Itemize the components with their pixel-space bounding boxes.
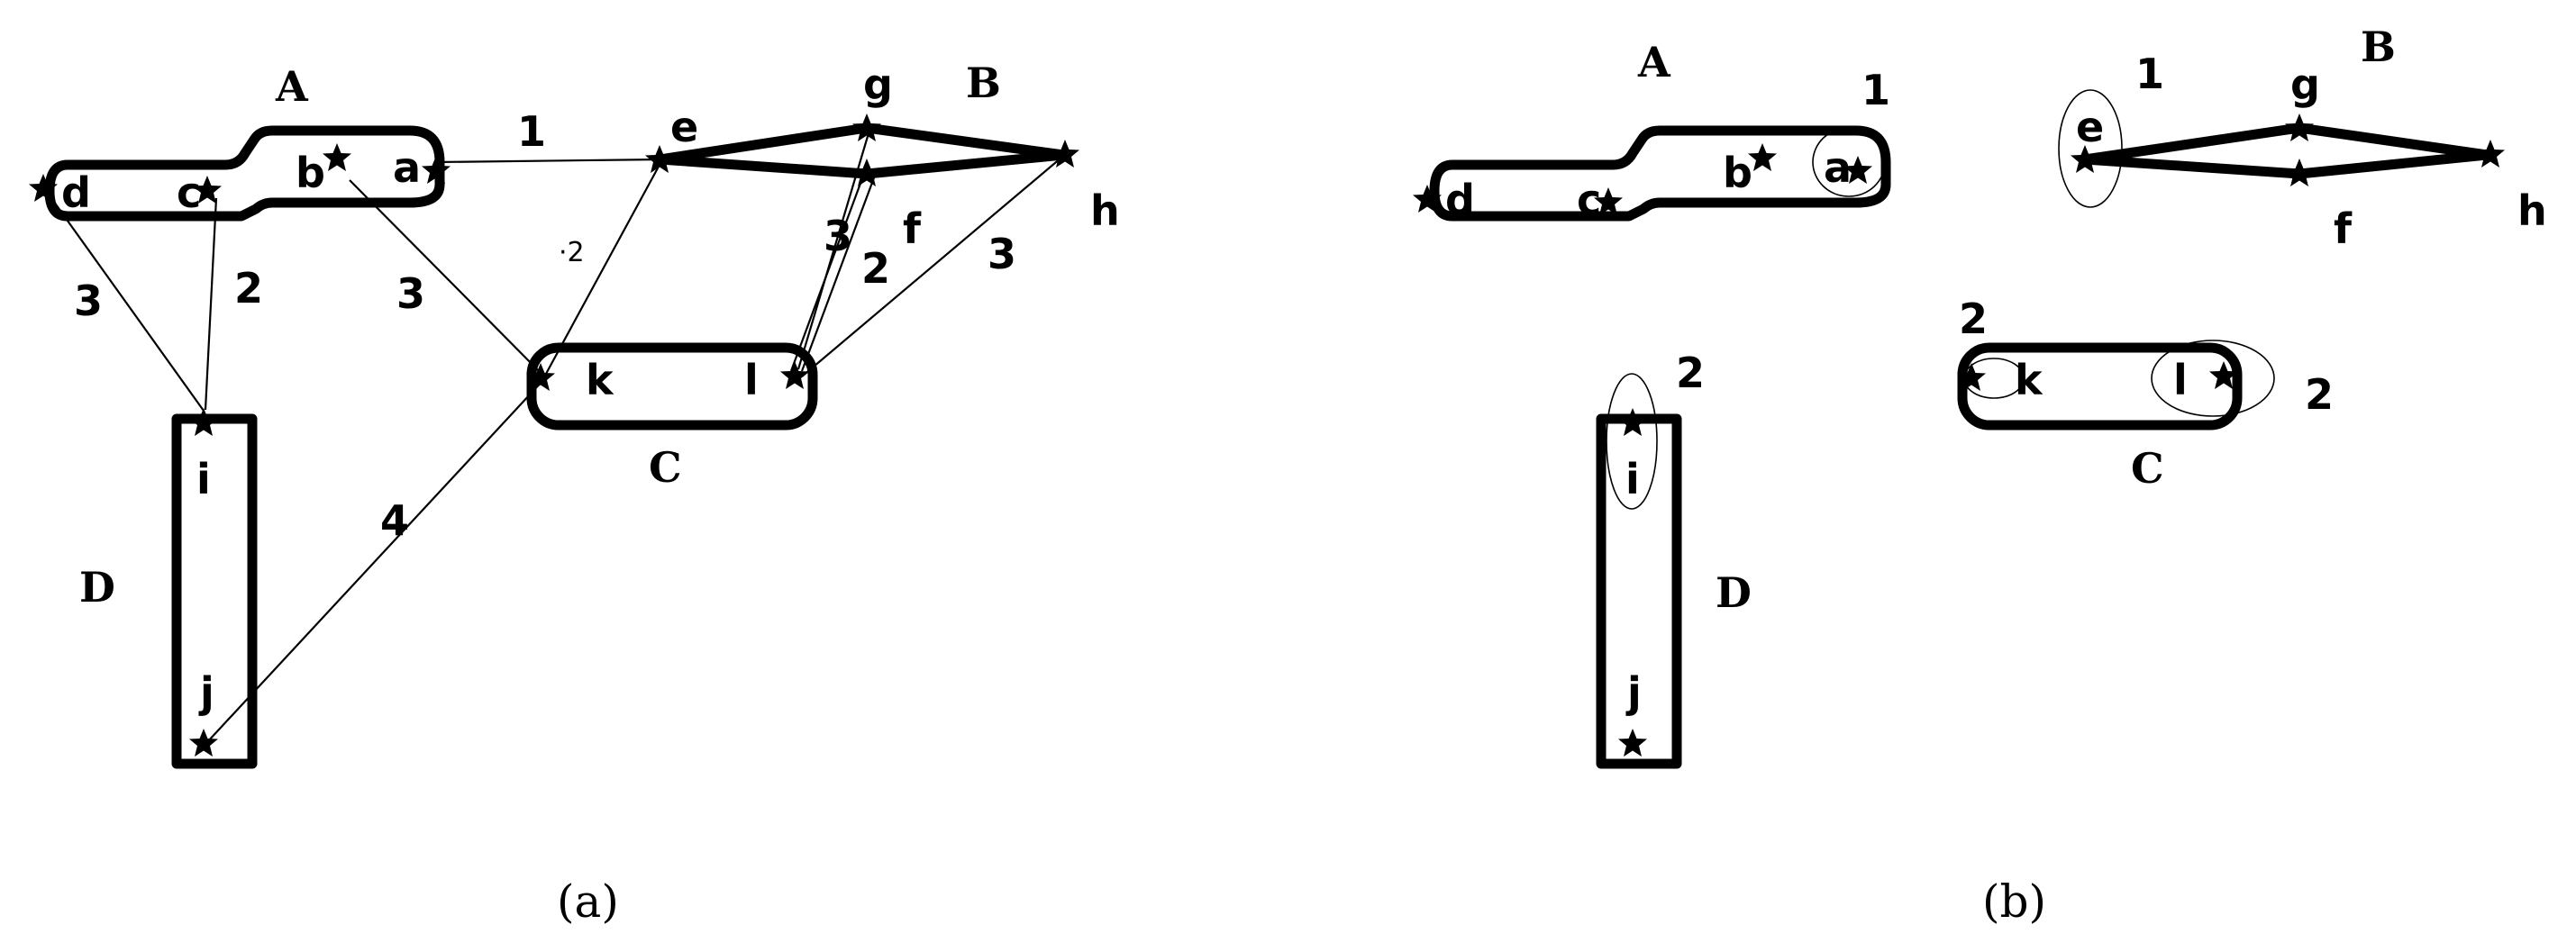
weight-e-b: 1 xyxy=(2135,50,2164,98)
node-h-label-b: h xyxy=(2517,186,2547,235)
node-b-star xyxy=(323,143,351,171)
panel-a: a b c d e g f h k l i j A B C D 1 2 3 3 … xyxy=(29,59,1120,928)
node-h-star-b xyxy=(2476,140,2505,168)
weight-i-b: 2 xyxy=(1676,349,1705,397)
edge-h-l xyxy=(801,157,1062,377)
edge-f-h xyxy=(861,150,1069,179)
node-f-label: f xyxy=(903,204,922,253)
caption-b: (b) xyxy=(1982,875,2046,928)
panel-b: a b c d e g f h k l i j A B C D 1 1 2 2 … xyxy=(1413,23,2547,928)
edge-e-g-b xyxy=(2080,122,2305,165)
highlight-l xyxy=(2151,340,2275,417)
edge-d-i xyxy=(46,191,205,412)
caption-a: (a) xyxy=(557,875,619,928)
node-l-label: l xyxy=(744,356,759,404)
cluster-d-outline xyxy=(171,413,258,769)
edge-b-k xyxy=(349,179,545,377)
edge-f-l-2 xyxy=(800,172,878,372)
node-i-label-b: i xyxy=(1625,455,1640,503)
cluster-b-label-b: B xyxy=(2361,23,2396,71)
edge-e-f xyxy=(654,154,872,179)
edge-g-h-b xyxy=(2294,122,2492,160)
cluster-a-label-b: A xyxy=(1637,38,1671,86)
edge-g-h xyxy=(861,122,1069,160)
node-d-label: d xyxy=(61,168,91,217)
node-b-label: b xyxy=(296,149,325,197)
node-j-label: j xyxy=(198,668,214,717)
cluster-d-label: D xyxy=(79,563,115,612)
cluster-a-outline xyxy=(44,125,445,222)
node-g-label-b: g xyxy=(2290,60,2320,109)
highlight-a xyxy=(1812,127,1886,197)
node-j-star-b xyxy=(1618,729,1647,757)
edge-e-k xyxy=(545,164,660,375)
node-g-star-b xyxy=(2285,113,2314,141)
node-i-star-b xyxy=(1618,408,1647,436)
weight-l-b: 2 xyxy=(2305,370,2334,419)
weight-a-e: 1 xyxy=(517,107,546,156)
cluster-b-label: B xyxy=(966,59,1001,107)
node-a-label-b: a xyxy=(1824,143,1852,192)
cluster-c-outline xyxy=(526,342,818,431)
cluster-c-label: C xyxy=(649,443,682,492)
highlight-i xyxy=(1606,373,1658,510)
edge-a-e xyxy=(435,158,663,164)
node-b-label-b: b xyxy=(1723,149,1752,197)
node-e-label-b: e xyxy=(2076,103,2104,151)
weight-f-l: 3 xyxy=(824,212,852,260)
node-g-label: g xyxy=(863,60,893,109)
cluster-c-outline-b xyxy=(1957,342,2243,431)
node-c-label-b: c xyxy=(1577,176,1601,224)
weight-a-b: 1 xyxy=(1861,66,1890,114)
weight-h-l: 3 xyxy=(988,230,1016,278)
weight-j-k: 4 xyxy=(380,496,409,545)
node-j-label-b: j xyxy=(1625,668,1642,717)
edge-e-g xyxy=(654,122,872,165)
node-j-star xyxy=(189,729,218,757)
node-i-label: i xyxy=(196,455,211,503)
node-k-label: k xyxy=(586,356,614,404)
weight-e-k: ·2 xyxy=(559,237,585,268)
node-f-star-b xyxy=(2285,159,2314,186)
node-l-label-b: l xyxy=(2173,356,2188,404)
cluster-d-label-b: D xyxy=(1716,568,1752,617)
weight-d-i: 3 xyxy=(74,277,103,325)
edge-j-k xyxy=(206,380,543,743)
weight-c-i: 2 xyxy=(234,264,263,313)
cluster-c-label-b: C xyxy=(2131,444,2164,493)
node-e-label: e xyxy=(670,103,698,151)
node-i-star xyxy=(189,408,218,436)
highlight-e xyxy=(2058,89,2123,208)
node-k-label-b: k xyxy=(2015,356,2044,404)
edge-c-i xyxy=(204,197,218,411)
node-a-label: a xyxy=(393,143,421,192)
node-f-label-b: f xyxy=(2334,204,2353,253)
weight-b-k: 3 xyxy=(396,269,425,318)
edge-f-h-b xyxy=(2294,150,2492,179)
node-h-label: h xyxy=(1090,186,1120,235)
weight-k-b: 2 xyxy=(1959,295,1988,343)
cluster-a-outline-b xyxy=(1429,125,1891,222)
weight-f-l-b: 2 xyxy=(861,244,890,293)
node-d-label-b: d xyxy=(1445,176,1475,224)
cluster-a-label: A xyxy=(275,62,309,111)
edge-e-f-b xyxy=(2080,154,2305,179)
node-c-label: c xyxy=(177,168,201,217)
